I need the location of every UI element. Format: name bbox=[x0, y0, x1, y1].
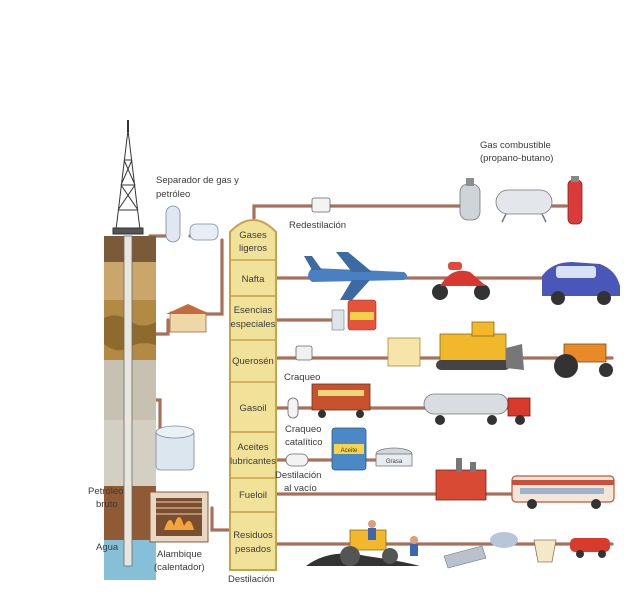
gas-tank-icon bbox=[496, 190, 552, 222]
catalytic-cracking-unit bbox=[288, 398, 298, 418]
fraction-nafta: Nafta bbox=[242, 274, 265, 285]
redistillation-label: Redestilación bbox=[289, 220, 346, 231]
road-roller-icon bbox=[306, 530, 420, 566]
water-label: Agua bbox=[96, 542, 119, 553]
separator-label-line2: petróleo bbox=[156, 189, 190, 200]
well-strata bbox=[104, 236, 156, 580]
catalytic-cracking-label-line2: catalítico bbox=[285, 437, 323, 448]
oil-derrick bbox=[113, 120, 143, 234]
oil-can-label: Aceite bbox=[341, 448, 358, 454]
factory-icon bbox=[436, 458, 486, 500]
red-vehicle-icon bbox=[570, 538, 610, 558]
fraction-fueloil: Fueloil bbox=[239, 490, 267, 501]
bus-icon bbox=[512, 476, 614, 509]
crude-oil-label-line1: Petróleo bbox=[88, 486, 123, 497]
still-label-line1: Alambique bbox=[157, 549, 202, 560]
separator-label-line1: Separador de gas y bbox=[156, 175, 239, 186]
fraction-residuos-line1: Residuos bbox=[233, 530, 273, 541]
still-label-line2: (calentador) bbox=[154, 562, 205, 573]
pump-house bbox=[166, 304, 210, 332]
train-icon bbox=[312, 384, 370, 418]
tanker-truck-icon bbox=[424, 394, 530, 425]
vacuum-distillation-label-line1: Destilación bbox=[275, 470, 321, 481]
bulldozer-icon bbox=[436, 322, 524, 370]
redistillation-unit bbox=[312, 198, 330, 212]
pipe-gases bbox=[254, 206, 460, 218]
fraction-esencias-line1: Esencias bbox=[234, 305, 273, 316]
fuel-gas-label-line1: Gas combustible bbox=[480, 140, 551, 151]
fraction-gases-line1: Gases bbox=[239, 230, 267, 241]
pipe-separator-to-column bbox=[204, 240, 222, 314]
grease-tin-icon: Grasa bbox=[376, 448, 412, 466]
fraction-aceites-line2: lubricantes bbox=[230, 456, 276, 467]
crude-oil-label-line2: bruto bbox=[96, 499, 118, 510]
distillation-label: Destilación bbox=[228, 574, 274, 585]
tractor-icon bbox=[554, 344, 613, 378]
fraction-residuos-line2: pesados bbox=[235, 544, 271, 555]
fraction-gases-line2: ligeros bbox=[239, 243, 267, 254]
oil-can-icon: Aceite bbox=[332, 428, 366, 470]
fraction-aceites-line1: Aceites bbox=[237, 442, 268, 453]
fraction-esencias-line2: especiales bbox=[231, 319, 276, 330]
pipe-furnace-to-column bbox=[212, 508, 228, 530]
solvent-cans-icon bbox=[332, 300, 376, 330]
fuel-gas-label-line2: (propano-butano) bbox=[480, 153, 553, 164]
box-icon bbox=[388, 338, 420, 366]
fraction-querosen: Querosén bbox=[232, 356, 274, 367]
cracking-unit bbox=[296, 346, 312, 360]
fraction-gasoil: Gasoil bbox=[240, 403, 267, 414]
storage-tank bbox=[156, 426, 194, 470]
distillation-column bbox=[230, 220, 276, 570]
car-icon bbox=[542, 262, 620, 305]
pipe-rolls-icon bbox=[444, 532, 518, 568]
grease-tin-label: Grasa bbox=[386, 459, 403, 465]
scooter-icon bbox=[432, 262, 490, 300]
still-furnace bbox=[150, 492, 208, 542]
gas-bottle-icon bbox=[568, 176, 582, 224]
vacuum-distillation-label-line2: al vacío bbox=[284, 483, 317, 494]
cracking-label: Craqueo bbox=[284, 372, 320, 383]
vacuum-distillation-unit bbox=[286, 454, 308, 466]
bucket-icon bbox=[534, 540, 556, 562]
gas-oil-separator bbox=[166, 206, 218, 242]
airplane-icon bbox=[304, 252, 407, 300]
gas-cylinder-icon bbox=[460, 178, 480, 220]
catalytic-cracking-label-line1: Craqueo bbox=[285, 424, 321, 435]
